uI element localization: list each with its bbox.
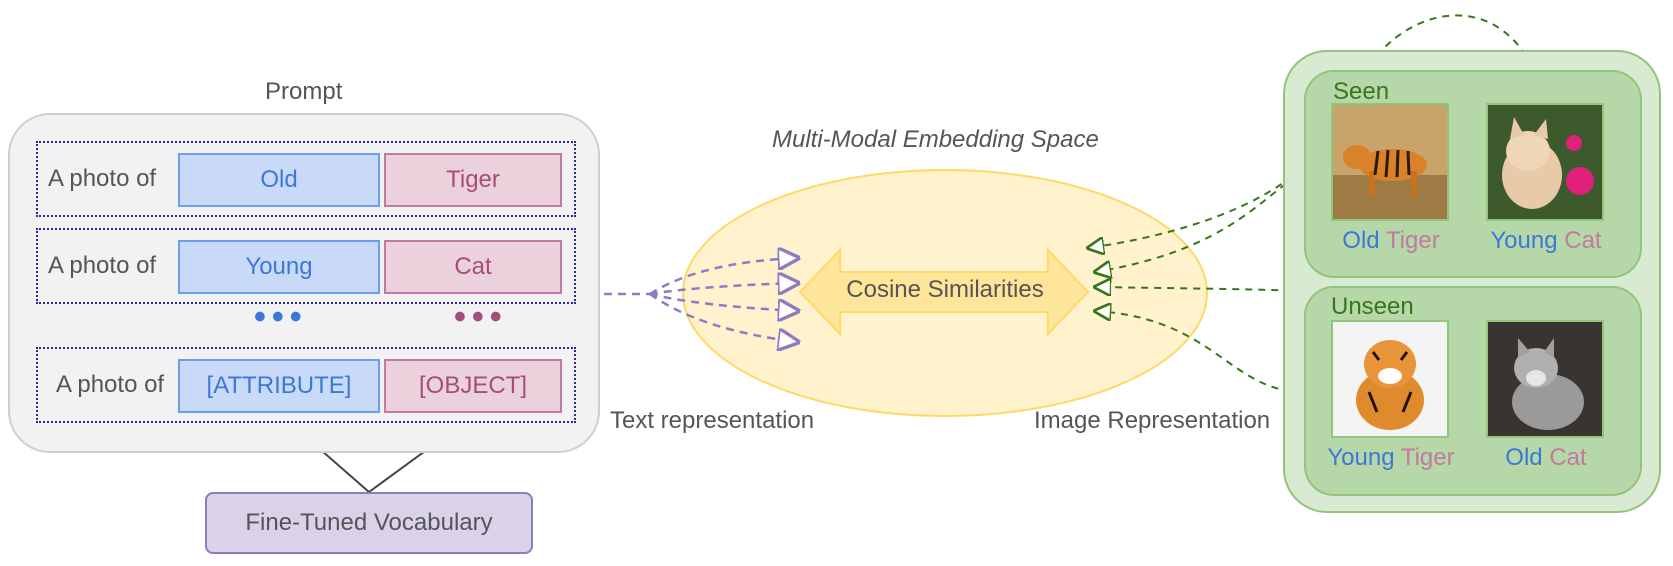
cosine-double-arrow bbox=[798, 247, 1090, 337]
caption-attribute: Young bbox=[1327, 444, 1395, 471]
caption-attribute: Old bbox=[1505, 444, 1543, 471]
caption-object: Tiger bbox=[1400, 444, 1455, 471]
prompt-prefix: A photo of bbox=[48, 252, 157, 279]
prompt-row: A photo of [ATTRIBUTE] [OBJECT] bbox=[36, 347, 576, 423]
object-token: Tiger bbox=[384, 153, 562, 207]
caption-object: Cat bbox=[1564, 227, 1602, 254]
cosine-similarities-label: Cosine Similarities bbox=[846, 276, 1044, 303]
prompt-row: A photo of Young Cat bbox=[36, 228, 576, 304]
text-representation-arrows bbox=[604, 258, 798, 342]
object-ellipsis: ••• bbox=[454, 298, 508, 336]
prompt-title: Prompt bbox=[265, 78, 343, 105]
caption-attribute: Old bbox=[1342, 227, 1380, 254]
text-representation-label: Text representation bbox=[610, 407, 815, 434]
embedding-space-title: Multi-Modal Embedding Space bbox=[772, 126, 1099, 153]
tiger-photo-icon bbox=[1331, 103, 1449, 221]
seen-label: Seen bbox=[1333, 78, 1390, 105]
prompt-prefix: A photo of bbox=[48, 165, 157, 192]
caption-object: Tiger bbox=[1385, 227, 1440, 254]
old-cat-photo-icon bbox=[1486, 320, 1604, 438]
attribute-token: Old bbox=[178, 153, 380, 207]
caption-attribute: Young bbox=[1490, 227, 1558, 254]
caption-young-tiger: Young Tiger bbox=[1311, 444, 1471, 472]
unseen-label: Unseen bbox=[1331, 293, 1414, 320]
caption-young-cat: Young Cat bbox=[1466, 227, 1626, 255]
attribute-ellipsis: ••• bbox=[254, 298, 308, 336]
image-representation-label: Image Representation bbox=[1034, 407, 1271, 434]
object-token: Cat bbox=[384, 240, 562, 294]
caption-old-cat: Old Cat bbox=[1466, 444, 1626, 472]
caption-old-tiger: Old Tiger bbox=[1311, 227, 1471, 255]
tiger-cub-photo-icon bbox=[1331, 320, 1449, 438]
kitten-photo-icon bbox=[1486, 103, 1604, 221]
attribute-token: [ATTRIBUTE] bbox=[178, 359, 380, 413]
prompt-row: A photo of Old Tiger bbox=[36, 141, 576, 217]
object-token: [OBJECT] bbox=[384, 359, 562, 413]
fine-tuned-vocabulary-box: Fine-Tuned Vocabulary bbox=[205, 492, 533, 554]
caption-object: Cat bbox=[1549, 444, 1587, 471]
attribute-token: Young bbox=[178, 240, 380, 294]
prompt-prefix: A photo of bbox=[56, 371, 165, 398]
